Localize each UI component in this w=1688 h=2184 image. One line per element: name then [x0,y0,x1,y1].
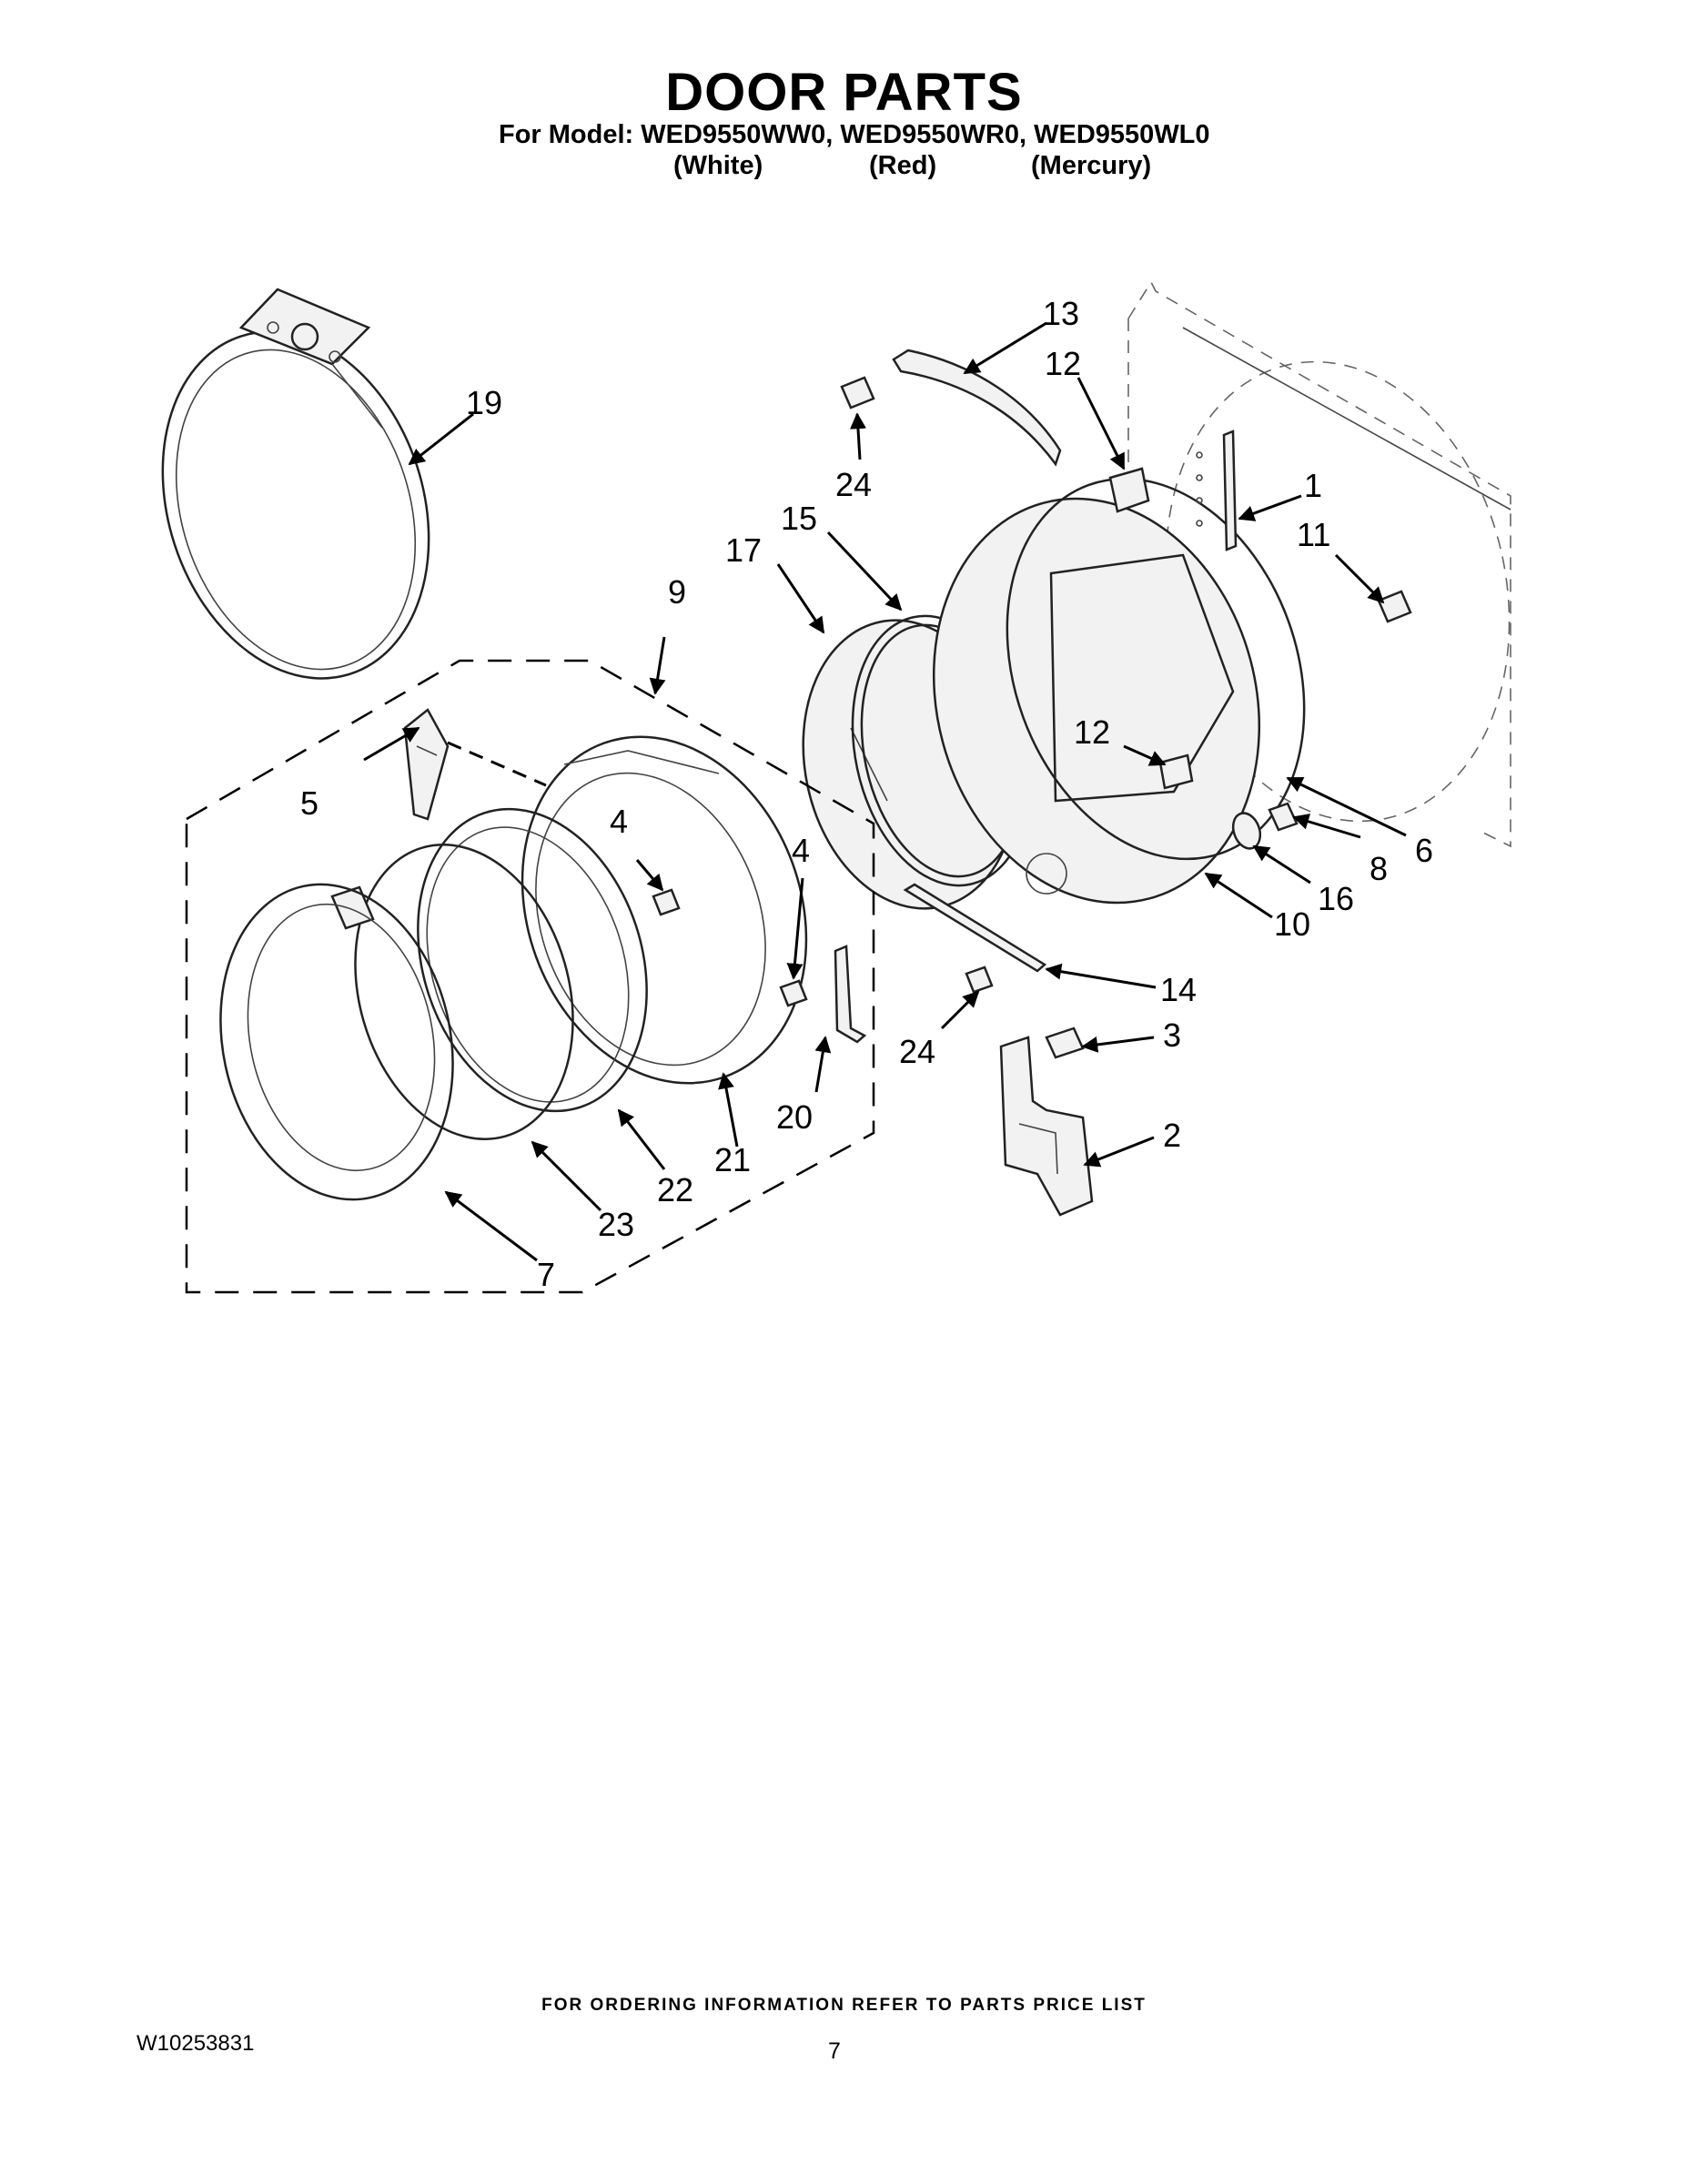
callout-20: 20 [776,1098,813,1136]
part-10-door-panel [932,497,1261,905]
callout-10: 10 [1274,905,1310,943]
part-23-trim-ring [330,844,574,1140]
callout-8: 8 [1370,850,1388,887]
page-title: DOOR PARTS [665,63,1023,122]
part-19-outer-ring [161,288,430,680]
part-5-hinge [403,708,450,821]
callout-24-top: 24 [835,466,872,503]
callout-6: 6 [1415,832,1433,869]
variant-white: (White) [673,151,763,180]
callout-14: 14 [1160,971,1197,1008]
screw-4-left [652,888,681,916]
leader-arrows [363,321,1407,1262]
callout-4-left: 4 [610,803,628,840]
callout-2: 2 [1163,1117,1181,1154]
callout-13: 13 [1043,295,1079,332]
screw-4-right [779,979,808,1007]
screw-24-top [840,376,875,410]
screw-11 [1377,590,1412,623]
callout-7: 7 [537,1256,555,1293]
callout-12-top: 12 [1045,345,1081,382]
page-number: 7 [828,2038,841,2064]
part-20-clip [834,945,867,1044]
callout-4-right: 4 [792,832,810,869]
callout-24-bottom: 24 [899,1033,935,1070]
callout-19: 19 [466,384,502,421]
callout-5: 5 [300,784,318,822]
screw-3 [1045,1026,1085,1059]
callout-11: 11 [1297,516,1330,553]
callout-21: 21 [714,1141,751,1178]
variant-red: (Red) [869,151,937,180]
hinge-alignment-line [447,741,547,787]
callout-12-mid: 12 [1074,713,1110,751]
screw-24-bottom [965,966,994,994]
part-1-hinge-plate [1196,430,1238,551]
callout-9: 9 [668,573,686,611]
callout-3: 3 [1163,1016,1181,1054]
part-12-strike-mid [1158,753,1194,790]
part-13-strap [892,349,1062,467]
assembly-9-boundary [185,659,875,1294]
screw-8 [1268,802,1299,832]
part-2-latch [999,1036,1094,1217]
callout-16: 16 [1318,880,1354,917]
part-7-door-frame [219,883,454,1201]
callout-22: 22 [657,1171,693,1208]
document-number: W10253831 [136,2031,255,2056]
part-12-strike-top [1108,467,1150,513]
callout-23: 23 [598,1206,634,1243]
part-22-glass-ring [417,807,648,1113]
ordering-note: FOR ORDERING INFORMATION REFER TO PARTS … [541,1996,1147,2015]
variant-mercury: (Mercury) [1031,151,1152,180]
part-6-door-seal [1006,477,1306,861]
part-14-strip [903,883,1047,973]
callout-15: 15 [781,500,817,537]
callout-16-17: 17 [725,531,762,569]
model-line: For Model: WED9550WW0, WED9550WR0, WED95… [499,120,1210,149]
callout-1: 1 [1304,467,1322,504]
